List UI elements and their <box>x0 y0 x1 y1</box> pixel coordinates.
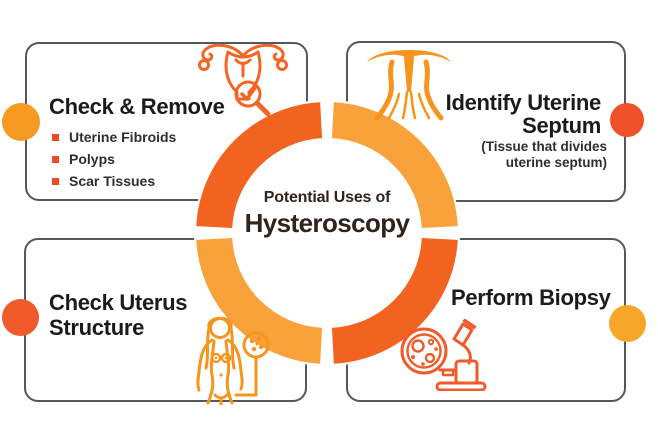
uterus-magnifier-icon <box>198 43 288 117</box>
title-line1: Identify Uterine <box>445 90 602 115</box>
accent-dot-bottom-left <box>2 299 39 336</box>
bullet-square-icon <box>52 133 59 141</box>
list-item-label: Uterine Fibroids <box>69 129 177 145</box>
list-item-label: Scar Tissues <box>69 173 156 189</box>
title-identify-uterine-septum: Identify Uterine Septum <box>445 90 602 138</box>
subtitle-line2: uterine septum) <box>505 154 607 170</box>
title-perform-biopsy: Perform Biopsy <box>451 285 611 310</box>
list-item: Scar Tissues <box>52 170 176 192</box>
title-check-uterus-structure: Check Uterus Structure <box>49 290 188 340</box>
list-item: Uterine Fibroids <box>52 126 176 148</box>
list-item: Polyps <box>52 148 176 170</box>
female-body-exam-icon <box>196 316 270 405</box>
center-title-line2: Hysteroscopy <box>244 208 410 238</box>
title-line1: Check Uterus <box>49 290 188 315</box>
list-item-label: Polyps <box>69 151 115 167</box>
subtitle-line1: (Tissue that divides <box>481 139 607 154</box>
center-title: Potential Uses of Hysteroscopy <box>245 189 410 239</box>
title-line2: Structure <box>49 315 145 340</box>
center-title-line1: Potential Uses of <box>263 189 391 206</box>
uterine-septum-icon <box>367 50 451 121</box>
bullet-square-icon <box>52 155 59 163</box>
bullet-square-icon <box>52 177 59 185</box>
title-check-and-remove: Check & Remove <box>49 94 225 119</box>
accent-dot-bottom-right <box>609 305 646 342</box>
microscope-petri-dish-icon <box>400 319 487 391</box>
accent-dot-top-left <box>2 103 40 141</box>
title-line2: Septum <box>522 113 601 138</box>
accent-dot-top-right <box>610 103 644 137</box>
septum-subtitle: (Tissue that divides uterine septum) <box>481 139 607 170</box>
check-and-remove-list: Uterine Fibroids Polyps Scar Tissues <box>52 126 176 192</box>
